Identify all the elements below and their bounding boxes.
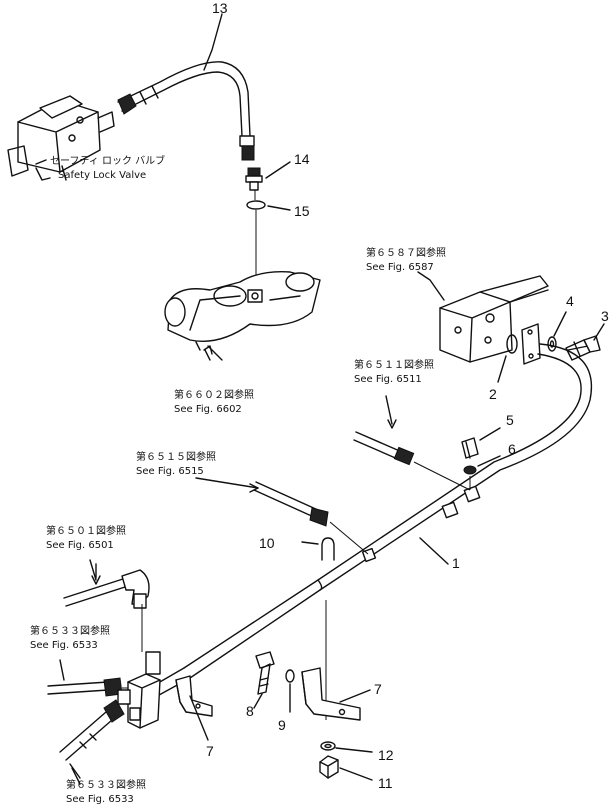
fig6533-lower-label-jp: 第６５３３図参照 [66,778,146,791]
callout-13: 13 [212,0,228,16]
callout-11: 11 [378,775,393,791]
callout-10: 10 [259,535,275,551]
fig6533-lower-label-en: See Fig. 6533 [66,794,134,804]
callout-12: 12 [378,747,394,763]
callout-2: 2 [489,386,497,402]
valve-block [417,271,549,363]
bolt-8 [253,651,275,709]
fig6515-label-jp: 第６５１５図参照 [136,450,216,463]
cap-nut-5 [461,427,501,459]
fig6511-label-en: See Fig. 6511 [354,374,422,385]
fig6533-upper-label-jp: 第６５３３図参照 [30,624,110,637]
o-ring-15 [246,200,291,211]
bolt-3 [565,323,605,361]
fig6533-upper-label-en: See Fig. 6533 [30,640,98,651]
hose-fig6501 [63,563,150,609]
fig6515-label-en: See Fig. 6515 [136,466,204,477]
junction-block [117,604,161,729]
fig6501-label-en: See Fig. 6501 [46,540,114,551]
callout-6: 6 [508,441,516,457]
fitting-14 [245,161,291,191]
fig6501-label-jp: 第６５０１図参照 [46,524,126,537]
callout-5: 5 [506,412,514,428]
callout-7-right: 7 [374,681,382,697]
tee-fitting [361,485,481,563]
safety-lock-valve [7,95,115,181]
fig6602-label-en: See Fig. 6602 [174,404,242,415]
callout-4: 4 [566,293,574,309]
o-ring-2 [497,334,518,383]
callout-8: 8 [246,703,254,719]
callout-9: 9 [278,717,286,733]
callout-1: 1 [452,555,460,571]
washer-6 [463,455,501,475]
fig6511-label-jp: 第６５１１図参照 [354,358,434,371]
fig6587-label-jp: 第６５８７図参照 [366,246,446,259]
fig6587-label-en: See Fig. 6587 [366,262,434,273]
safety-valve-label-jp: セーフティ ロック バルブ [50,154,165,167]
clip-10 [301,537,335,561]
hose-fig6533-lower [59,699,125,779]
washer-9 [285,669,295,713]
hose-fig6511 [353,431,471,491]
hose-fig6515 [195,477,369,555]
flange-fitting [521,323,541,365]
callout-3: 3 [601,308,609,324]
callout-7-left: 7 [206,743,214,759]
bracket-7-left [175,675,213,741]
hose-13 [117,13,255,161]
pump-manifold [164,271,321,361]
safety-valve-label-en: Safety Lock Valve [58,170,146,181]
callout-14: 14 [294,151,310,167]
reference-arrows [35,159,397,785]
washer-12 [320,741,373,753]
nut-11 [319,755,373,781]
fig6602-label-jp: 第６６０２図参照 [174,388,254,401]
washer-4 [547,311,567,352]
bracket-7-right [301,667,371,721]
callout-15: 15 [294,203,310,219]
